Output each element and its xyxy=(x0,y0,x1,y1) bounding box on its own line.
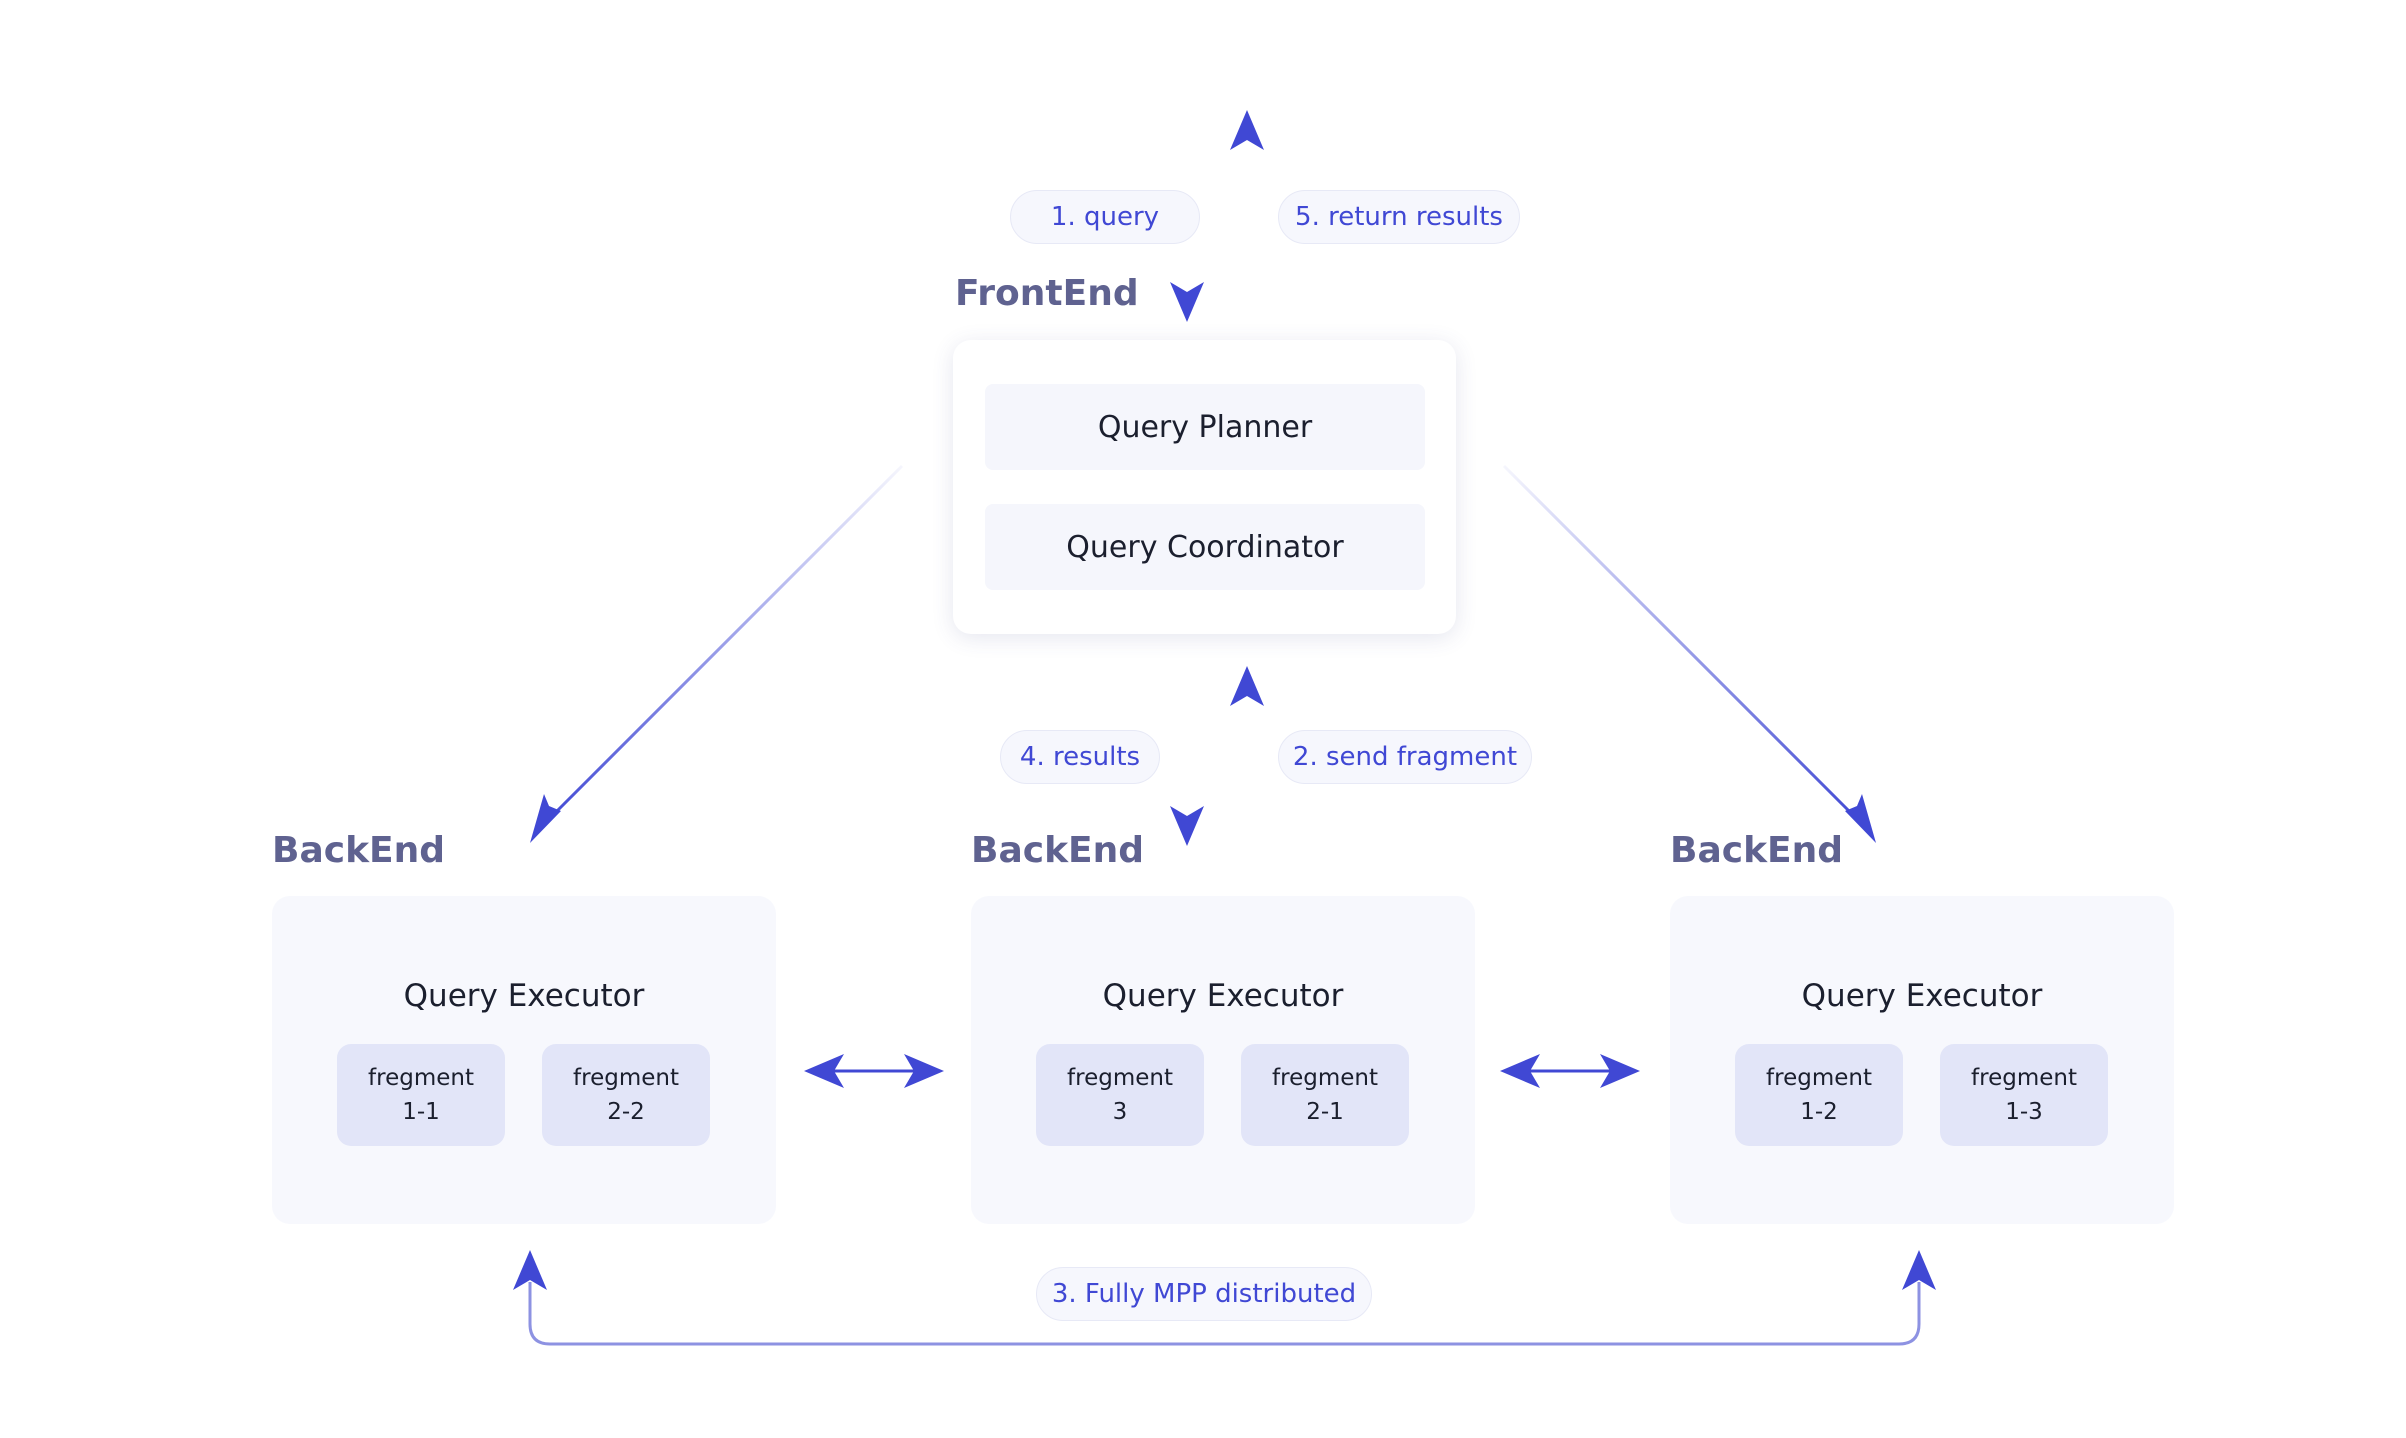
arrow-exchange-center-right xyxy=(1500,1054,1640,1088)
fragment-name: fregment xyxy=(1272,1065,1378,1091)
fragment-card: fregment 1-3 xyxy=(1940,1044,2108,1146)
arrow-mpp-bracket xyxy=(513,1250,1936,1346)
step-send-fragment-label: 2. send fragment xyxy=(1278,730,1532,784)
frontend-title: FrontEnd xyxy=(955,273,1139,314)
step-query-label: 1. query xyxy=(1010,190,1200,244)
fragment-name: fregment xyxy=(368,1065,474,1091)
backend-panel-left: Query Executor fregment 1-1 fregment 2-2 xyxy=(272,896,776,1224)
arrow-to-left-backend xyxy=(530,464,904,843)
backend-title-center: BackEnd xyxy=(971,830,1145,871)
arrow-to-right-backend xyxy=(1502,464,1876,843)
arrow-results xyxy=(1170,672,1204,846)
fragment-id: 2-2 xyxy=(607,1099,645,1125)
fragment-card: fregment 2-2 xyxy=(542,1044,710,1146)
backend-panel-right: Query Executor fregment 1-2 fregment 1-3 xyxy=(1670,896,2174,1224)
step-results-label: 4. results xyxy=(1000,730,1160,784)
backend-title-left: BackEnd xyxy=(272,830,446,871)
frontend-panel: Query Planner Query Coordinator xyxy=(953,340,1456,634)
backend-panel-center: Query Executor fregment 3 fregment 2-1 xyxy=(971,896,1475,1224)
fragment-id: 1-3 xyxy=(2005,1099,2043,1125)
fragment-name: fregment xyxy=(1971,1065,2077,1091)
fragment-id: 3 xyxy=(1112,1099,1128,1125)
fragment-id: 1-1 xyxy=(402,1099,440,1125)
query-executor-label: Query Executor xyxy=(403,978,645,1014)
arrow-return-results xyxy=(1230,110,1264,318)
fragment-card: fregment 1-1 xyxy=(337,1044,505,1146)
fragment-id: 1-2 xyxy=(1800,1099,1838,1125)
query-executor-label: Query Executor xyxy=(1801,978,2043,1014)
step-mpp-label: 3. Fully MPP distributed xyxy=(1036,1267,1372,1321)
arrow-send-fragment xyxy=(1230,666,1264,840)
query-planner-box: Query Planner xyxy=(985,384,1425,470)
fragment-card: fregment 1-2 xyxy=(1735,1044,1903,1146)
fragment-name: fregment xyxy=(573,1065,679,1091)
query-coordinator-box: Query Coordinator xyxy=(985,504,1425,590)
fragment-id: 2-1 xyxy=(1306,1099,1344,1125)
fragment-name: fregment xyxy=(1067,1065,1173,1091)
fragment-name: fregment xyxy=(1766,1065,1872,1091)
step-return-results-label: 5. return results xyxy=(1278,190,1520,244)
fragment-card: fregment 3 xyxy=(1036,1044,1204,1146)
query-executor-label: Query Executor xyxy=(1102,978,1344,1014)
arrow-exchange-left-center xyxy=(804,1054,944,1088)
backend-title-right: BackEnd xyxy=(1670,830,1844,871)
fragment-card: fregment 2-1 xyxy=(1241,1044,1409,1146)
